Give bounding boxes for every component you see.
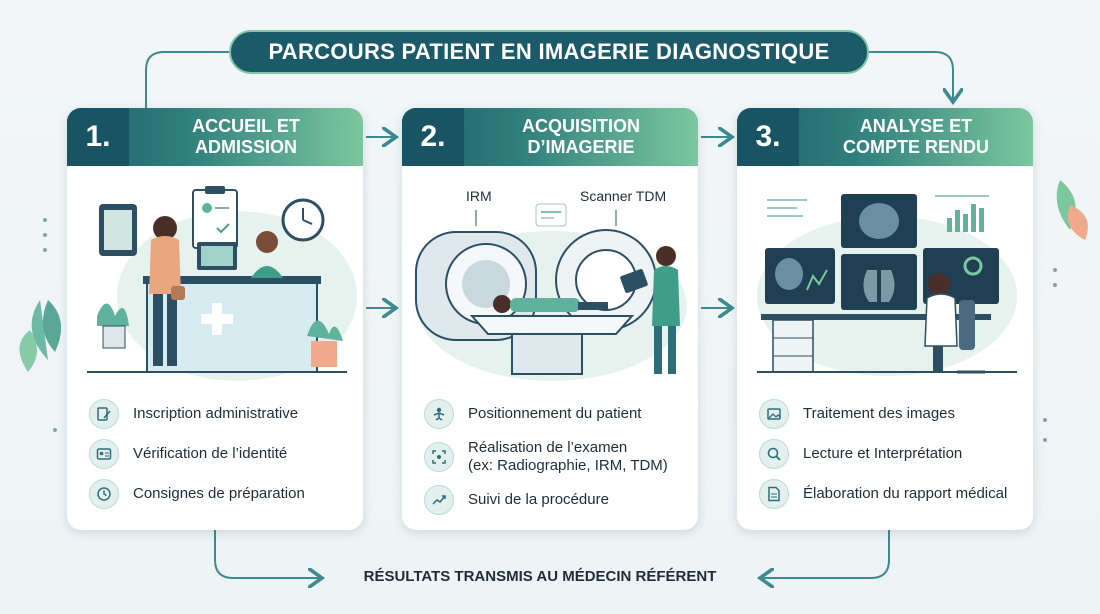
irm-label: IRM bbox=[466, 188, 492, 204]
scanner-illustration: IRM Scanner TDM bbox=[402, 166, 698, 388]
scan-frame-icon bbox=[424, 442, 454, 472]
id-card-icon bbox=[89, 439, 119, 469]
step-header: 1. ACCUEIL ET ADMISSION bbox=[67, 108, 363, 166]
step-card-analyse: 3. ANALYSE ET COMPTE RENDU bbox=[737, 108, 1033, 530]
list-item: Consignes de préparation bbox=[89, 474, 349, 514]
step-header: 2. ACQUISITION D’IMAGERIE bbox=[402, 108, 698, 166]
list-item: Vérification de l’identité bbox=[89, 434, 349, 474]
step-card-accueil: 1. ACCUEIL ET ADMISSION bbox=[67, 108, 363, 530]
step-title: ACQUISITION D’IMAGERIE bbox=[521, 116, 640, 157]
item-label: Lecture et Interprétation bbox=[803, 445, 963, 462]
list-item: Élaboration du rapport médical bbox=[759, 474, 1019, 514]
list-item: Suivi de la procédure bbox=[424, 480, 684, 520]
scanner-label: Scanner TDM bbox=[580, 188, 667, 204]
step-card-acquisition: 2. ACQUISITION D’IMAGERIE IRM Scanner TD… bbox=[402, 108, 698, 530]
image-icon bbox=[759, 399, 789, 429]
list-item: Positionnement du patient bbox=[424, 394, 684, 434]
document-pen-icon bbox=[89, 399, 119, 429]
step-items: Positionnement du patient Réalisation de… bbox=[402, 388, 698, 520]
step-title: ACCUEIL ET ADMISSION bbox=[192, 116, 300, 157]
step-items: Traitement des images Lecture et Interpr… bbox=[737, 388, 1033, 514]
list-item: Inscription administrative bbox=[89, 394, 349, 434]
item-label: Réalisation de l’examen (ex: Radiographi… bbox=[468, 439, 668, 474]
reception-illustration bbox=[67, 166, 363, 388]
analysis-illustration bbox=[737, 166, 1033, 388]
diagram-title: PARCOURS PATIENT EN IMAGERIE DIAGNOSTIQU… bbox=[229, 30, 869, 74]
step-items: Inscription administrative Vérification … bbox=[67, 388, 363, 514]
step-title: ANALYSE ET COMPTE RENDU bbox=[842, 116, 989, 157]
step-number: 2. bbox=[402, 108, 464, 166]
item-label: Traitement des images bbox=[803, 405, 956, 422]
plant-decoration-left bbox=[19, 300, 62, 372]
list-item: Lecture et Interprétation bbox=[759, 434, 1019, 474]
step-header: 3. ANALYSE ET COMPTE RENDU bbox=[737, 108, 1033, 166]
item-label: Suivi de la procédure bbox=[468, 491, 609, 508]
footer-label: RÉSULTATS TRANSMIS AU MÉDECIN RÉFÉRENT bbox=[363, 568, 717, 585]
step-number: 1. bbox=[67, 108, 129, 166]
list-item: Réalisation de l’examen (ex: Radiographi… bbox=[424, 434, 684, 480]
item-label: Consignes de préparation bbox=[133, 485, 305, 502]
item-label: Positionnement du patient bbox=[468, 405, 642, 422]
magnifier-icon bbox=[759, 439, 789, 469]
item-label: Inscription administrative bbox=[133, 405, 299, 422]
clock-icon bbox=[89, 479, 119, 509]
diagram-title-text: PARCOURS PATIENT EN IMAGERIE DIAGNOSTIQU… bbox=[268, 39, 830, 64]
patient-position-icon bbox=[424, 399, 454, 429]
step-number: 3. bbox=[737, 108, 799, 166]
item-label: Élaboration du rapport médical bbox=[803, 485, 1008, 502]
list-item: Traitement des images bbox=[759, 394, 1019, 434]
report-icon bbox=[759, 479, 789, 509]
item-label: Vérification de l’identité bbox=[133, 445, 288, 462]
plant-decoration-right bbox=[1056, 180, 1088, 240]
trend-chart-icon bbox=[424, 485, 454, 515]
